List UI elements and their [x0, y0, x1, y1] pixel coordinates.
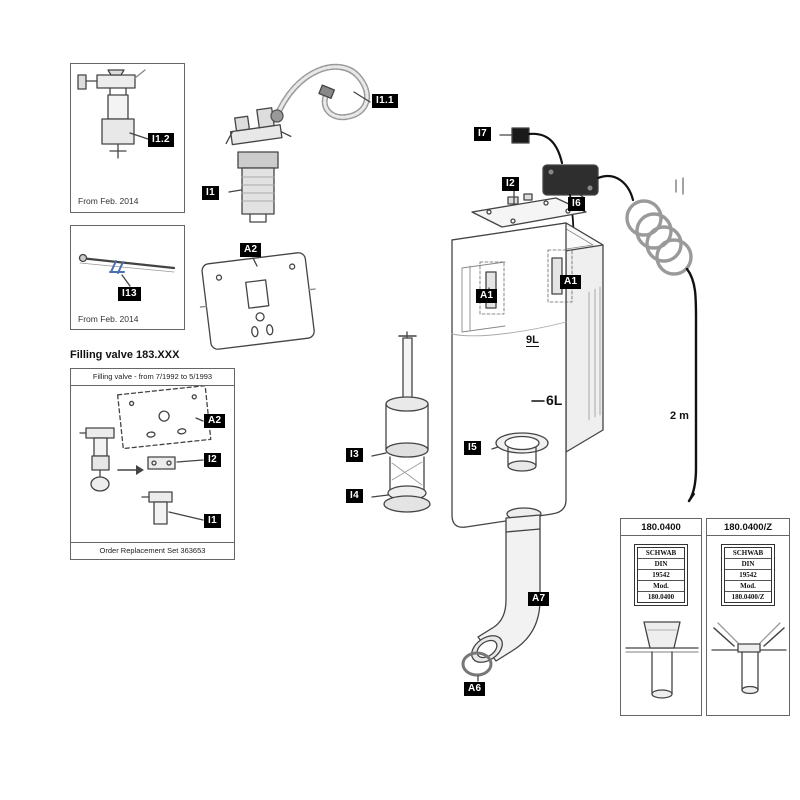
part-label-i2: I2 — [502, 177, 519, 191]
product-title-180-0400: 180.0400 — [621, 519, 701, 536]
part-label-a1-left: A1 — [476, 289, 498, 303]
part-label-i1-2: I1.2 — [148, 133, 174, 147]
fill-valve-hose-art — [225, 63, 371, 223]
label-line: 180.0400/Z — [731, 593, 765, 601]
inset-box-fill-valve-2014 — [70, 63, 185, 213]
product-label-card: SCHWAB DIN 19542 Mod. 180.0400/Z — [721, 544, 775, 606]
label-line: SCHWAB — [725, 548, 771, 559]
inset-caption-rod: From Feb. 2014 — [78, 314, 139, 324]
part-label-i6: I6 — [568, 197, 585, 211]
part-label-i1: I1 — [202, 186, 219, 200]
product-box-180-0400z: 180.0400/Z SCHWAB DIN 19542 Mod. 180.040… — [706, 518, 790, 716]
cistern-art — [451, 222, 604, 528]
part-label-i1-1: I1.1 — [372, 94, 398, 108]
label-line: SCHWAB — [638, 548, 684, 559]
filling-valve-footer: Order Replacement Set 363653 — [71, 542, 234, 559]
part-label-i13: I13 — [118, 287, 141, 301]
seal-ring-art — [461, 651, 493, 682]
inset-box-rod-2014 — [70, 225, 185, 330]
part-label-a2: A2 — [240, 243, 262, 257]
part-label-i7: I7 — [474, 127, 491, 141]
label-line: 180.0400 — [647, 593, 675, 601]
part-label-i1-inset: I1 — [204, 514, 221, 528]
part-label-a1-right: A1 — [560, 275, 582, 289]
cable-length-label: 2 m — [670, 410, 689, 422]
label-line: 19542 — [725, 570, 771, 581]
inset-caption-fill-valve: From Feb. 2014 — [78, 196, 139, 206]
filling-valve-section-title: Filling valve 183.XXX — [70, 349, 180, 361]
part-label-i3: I3 — [346, 448, 363, 462]
part-label-i4: I4 — [346, 489, 363, 503]
label-line: DIN — [638, 559, 684, 570]
label-line: Mod. — [725, 581, 771, 592]
volume-9l-label: 9L — [526, 334, 539, 347]
part-label-i5: I5 — [464, 441, 481, 455]
part-label-i2-inset: I2 — [204, 453, 221, 467]
flush-valve-art — [371, 331, 431, 513]
product-title-180-0400z: 180.0400/Z — [707, 519, 789, 536]
filling-valve-subtitle: Filling valve - from 7/1992 to 5/1993 — [71, 369, 234, 386]
product-box-180-0400: 180.0400 SCHWAB DIN 19542 Mod. 180.0400 — [620, 518, 702, 716]
part-label-a6: A6 — [464, 682, 486, 696]
inset-box-filling-valve-183 — [70, 368, 235, 560]
label-line: Mod. — [638, 581, 684, 592]
label-line: 19542 — [638, 570, 684, 581]
mount-plate-art — [199, 252, 316, 350]
volume-6l-label: 6L — [546, 392, 563, 408]
cable-art — [499, 127, 698, 503]
label-line: DIN — [725, 559, 771, 570]
part-label-a2-inset: A2 — [204, 414, 226, 428]
product-label-card: SCHWAB DIN 19542 Mod. 180.0400 — [634, 544, 688, 606]
part-label-a7: A7 — [528, 592, 550, 606]
